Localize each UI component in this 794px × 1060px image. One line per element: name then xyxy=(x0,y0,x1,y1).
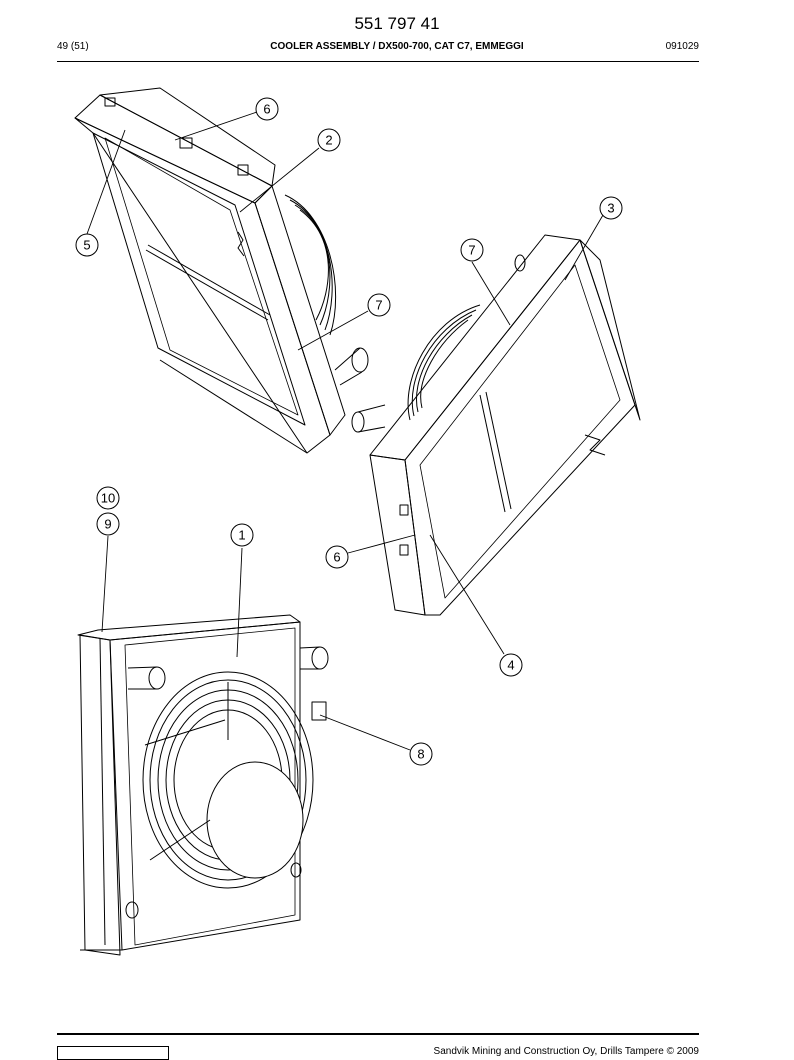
callout-circle-7-right xyxy=(460,238,484,262)
callout-label-10: 10 xyxy=(101,491,115,506)
outlet-pipe-upper xyxy=(334,347,369,386)
callout-label-6-top: 6 xyxy=(263,102,270,117)
document-title: COOLER ASSEMBLY / DX500-700, CAT C7, EMM… xyxy=(270,41,524,52)
callout-circle-8 xyxy=(409,742,433,766)
callout-circle-10 xyxy=(96,486,120,510)
brand-logo xyxy=(57,1046,169,1060)
callout-label-7-right: 7 xyxy=(468,243,475,258)
header-divider xyxy=(57,61,699,62)
cooler-frame-right xyxy=(369,234,641,616)
inlet-pipe-right xyxy=(351,254,526,433)
page-number: 49 (51) xyxy=(57,41,89,52)
fan-guard-lower xyxy=(142,671,314,889)
cooler-assembly-lower xyxy=(77,614,301,956)
fan-guard-right xyxy=(407,304,481,421)
callout-circle-6-mid xyxy=(325,545,349,569)
callout-circle-4 xyxy=(499,653,523,677)
callout-label-3: 3 xyxy=(607,201,614,216)
callout-circle-2 xyxy=(317,128,341,152)
callout-label-4: 4 xyxy=(507,658,514,673)
callout-circle-9 xyxy=(96,512,120,536)
callout-label-2: 2 xyxy=(325,133,332,148)
callout-circle-5 xyxy=(75,233,99,257)
callout-label-5: 5 xyxy=(83,238,90,253)
callout-label-8: 8 xyxy=(417,747,424,762)
pipes-lower xyxy=(125,646,329,919)
callout-label-7-mid: 7 xyxy=(375,298,382,313)
fan-guard-upper xyxy=(284,194,337,336)
callout-circle-6-top xyxy=(255,97,279,121)
callout-circle-7-mid xyxy=(367,293,391,317)
callout-label-9: 9 xyxy=(104,517,111,532)
exploded-view-drawing: 6 2 3 5 7 7 10 9 1 6 4 8 xyxy=(74,87,641,956)
callout-label-6-mid: 6 xyxy=(333,550,340,565)
leader-lines xyxy=(86,111,604,751)
callout-circle-3 xyxy=(599,196,623,220)
cooler-frame-upper-left xyxy=(74,87,346,454)
date-code: 091029 xyxy=(665,41,699,52)
footer-divider xyxy=(57,1033,699,1035)
footer-copyright: Sandvik Mining and Construction Oy, Dril… xyxy=(433,1046,699,1057)
callout-label-1: 1 xyxy=(238,528,245,543)
document-number: 551 797 41 xyxy=(354,14,440,33)
callout-circle-1 xyxy=(230,523,254,547)
